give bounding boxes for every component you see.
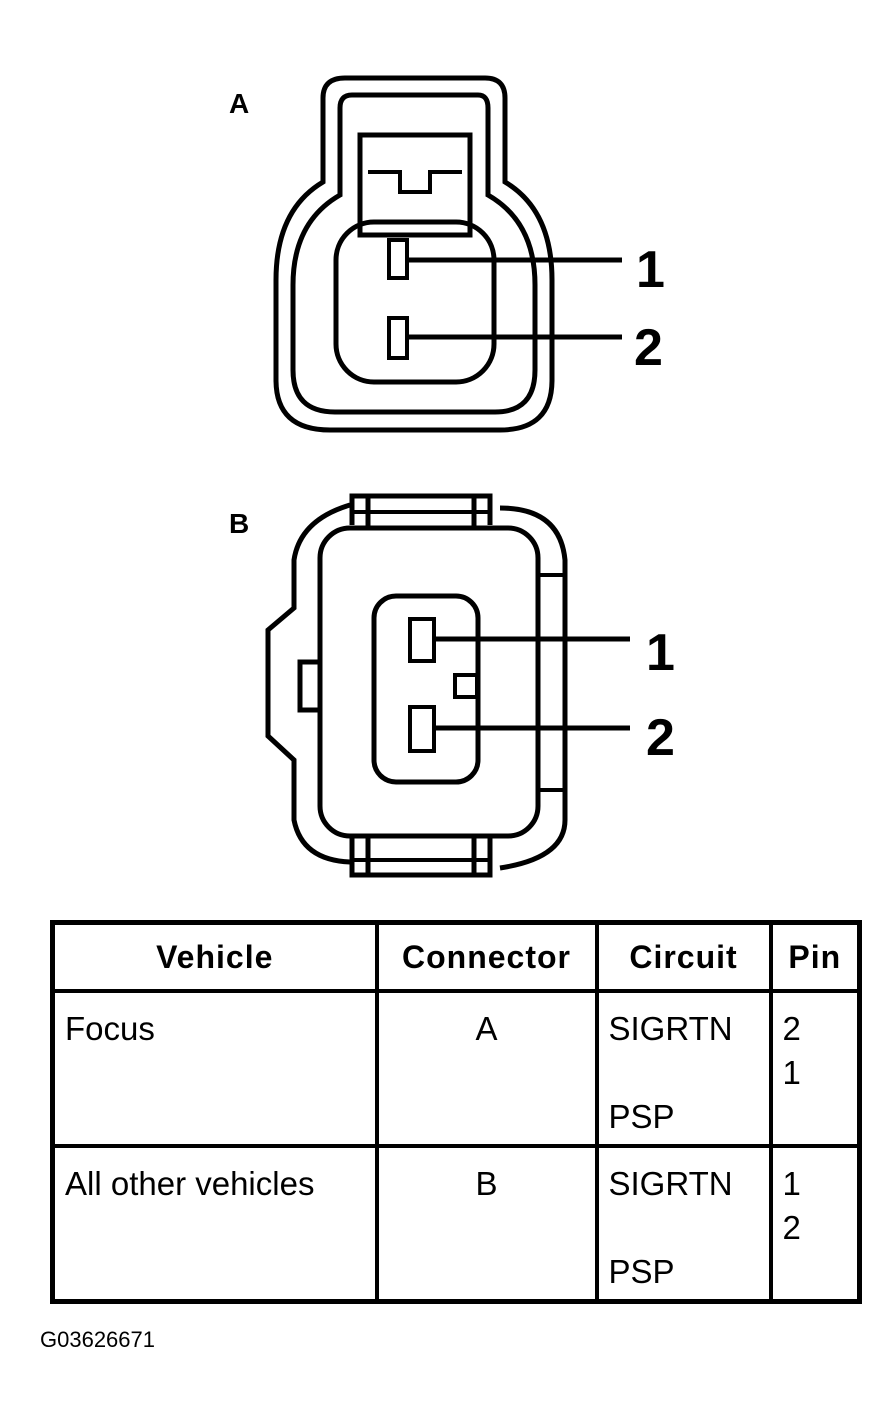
circuit-value: SIGRTN bbox=[608, 1164, 733, 1202]
connector-b-pin-1 bbox=[408, 617, 436, 663]
table-row: All other vehicles B SIGRTN PSP 1 2 bbox=[50, 1143, 862, 1304]
circuit-value: SIGRTN bbox=[608, 1010, 733, 1047]
connector-cell: B bbox=[374, 1143, 599, 1304]
connector-b-label: B bbox=[229, 508, 250, 539]
table-header-row: Vehicle Connector Circuit Pin bbox=[50, 920, 862, 993]
header-connector: Connector bbox=[374, 920, 599, 993]
connector-a-label: A bbox=[229, 88, 250, 119]
figure-id: G03626671 bbox=[40, 1327, 155, 1352]
pin-value: 1 bbox=[782, 1054, 801, 1091]
header-pin: Pin bbox=[768, 920, 862, 993]
pin-cell: 1 2 bbox=[768, 1143, 862, 1304]
header-vehicle: Vehicle bbox=[50, 920, 379, 993]
pin-cell: 2 1 bbox=[768, 989, 862, 1148]
connector-b-pin-2-label: 2 bbox=[646, 709, 675, 767]
connector-a-pin-1-label: 1 bbox=[636, 241, 665, 299]
circuit-cell: SIGRTN PSP bbox=[594, 989, 773, 1148]
pinout-table: Vehicle Connector Circuit Pin Focus A SI… bbox=[50, 920, 862, 1304]
connector-a-pin-2-label: 2 bbox=[634, 319, 663, 377]
circuit-value: PSP bbox=[608, 1098, 675, 1135]
table-row: Focus A SIGRTN PSP 2 1 bbox=[50, 989, 862, 1148]
connector-b-pin-2 bbox=[408, 705, 436, 753]
connector-b-pin-1-label: 1 bbox=[646, 624, 675, 682]
pin-value: 2 bbox=[782, 1010, 801, 1047]
connector-b-diagram: 1 2 bbox=[265, 493, 675, 878]
header-circuit: Circuit bbox=[594, 920, 773, 993]
connector-a-diagram: 1 2 bbox=[273, 75, 665, 433]
vehicle-cell: Focus bbox=[50, 989, 379, 1148]
pin-value: 1 bbox=[782, 1164, 801, 1202]
circuit-cell: SIGRTN PSP bbox=[594, 1143, 773, 1304]
vehicle-cell: All other vehicles bbox=[50, 1143, 379, 1304]
connector-cell: A bbox=[374, 989, 599, 1148]
pin-value: 2 bbox=[782, 1208, 801, 1246]
circuit-value: PSP bbox=[608, 1252, 675, 1290]
